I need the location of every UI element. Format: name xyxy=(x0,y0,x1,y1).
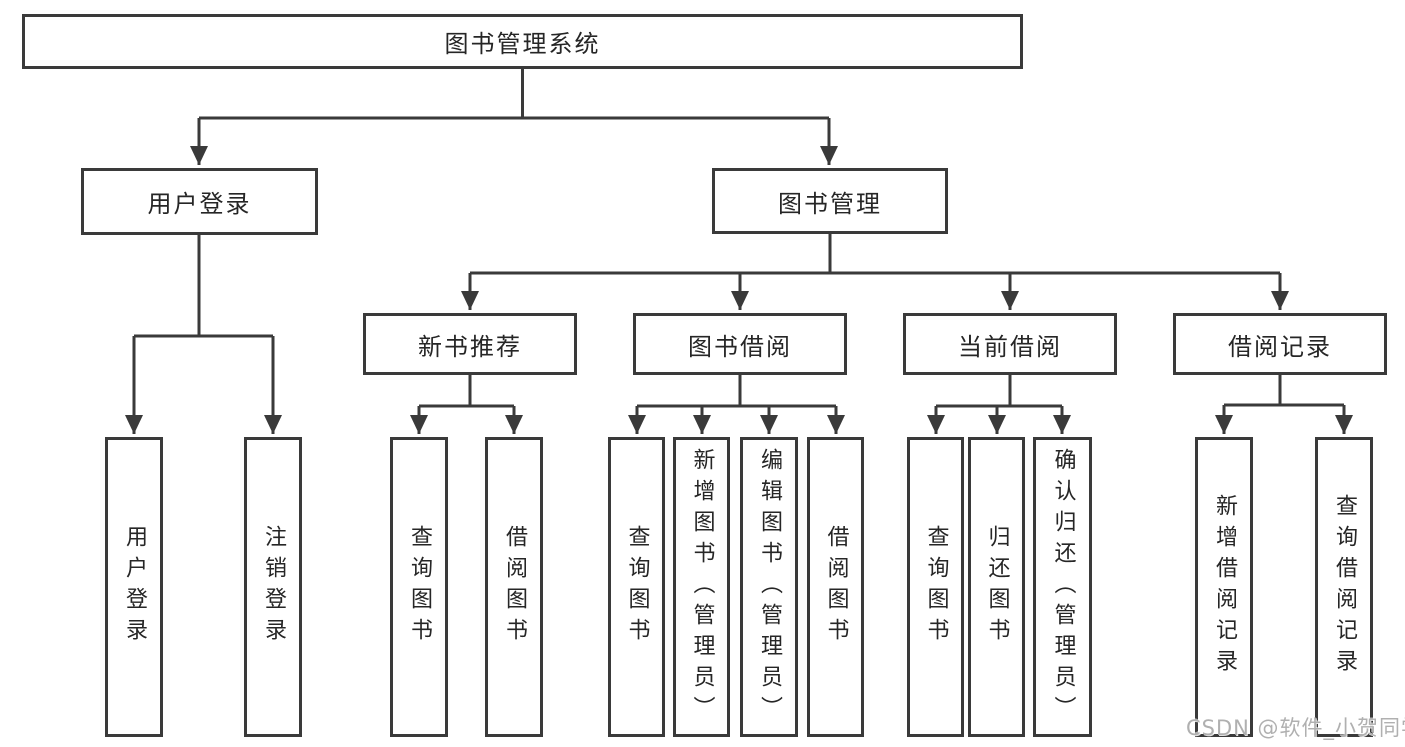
leaf-query-borrow-record: 查询借阅记录 xyxy=(1315,437,1373,737)
leaf-label: 借阅图书 xyxy=(502,525,527,649)
leaf-add-book-admin: 新增图书（管理员） xyxy=(673,437,730,737)
leaf-label: 归还图书 xyxy=(984,525,1010,649)
leaf-edit-book-admin: 编辑图书（管理员） xyxy=(740,437,798,737)
leaf-user-login: 用户登录 xyxy=(105,437,163,737)
node-label: 图书管理 xyxy=(778,189,882,218)
leaf-logout: 注销登录 xyxy=(244,437,302,737)
leaf-label: 新增图书（管理员） xyxy=(689,447,715,727)
connector-trunks xyxy=(134,69,1344,408)
leaf-label: 注销登录 xyxy=(261,525,286,649)
connector-arrows xyxy=(125,118,1353,434)
leaf-label: 查询图书 xyxy=(407,525,432,649)
leaf-query-books-current: 查询图书 xyxy=(907,437,964,737)
leaf-label: 新增借阅记录 xyxy=(1212,494,1237,680)
connector-segments xyxy=(125,69,1353,434)
node-label: 借阅记录 xyxy=(1228,332,1332,361)
node-current-borrow: 当前借阅 xyxy=(903,313,1117,375)
node-label: 用户登录 xyxy=(147,190,252,218)
node-label: 当前借阅 xyxy=(958,332,1062,361)
leaf-label: 查询图书 xyxy=(624,525,650,649)
node-label: 图书借阅 xyxy=(688,332,792,361)
watermark-text: CSDN @软件_小贺同学 xyxy=(1186,716,1405,740)
node-book-borrow: 图书借阅 xyxy=(633,313,847,375)
leaf-borrow-books: 借阅图书 xyxy=(807,437,864,737)
leaf-add-borrow-record: 新增借阅记录 xyxy=(1195,437,1253,737)
leaf-query-books-recommend: 查询图书 xyxy=(390,437,448,737)
leaf-query-books-borrow: 查询图书 xyxy=(608,437,665,737)
leaf-confirm-return-admin: 确认归还（管理员） xyxy=(1033,437,1092,737)
node-book-management: 图书管理 xyxy=(712,168,948,234)
leaf-label: 查询借阅记录 xyxy=(1332,494,1357,680)
node-new-book-recommend: 新书推荐 xyxy=(363,313,577,375)
leaf-label: 编辑图书（管理员） xyxy=(757,447,782,727)
leaf-borrow-books-recommend: 借阅图书 xyxy=(485,437,543,737)
node-borrow-records: 借阅记录 xyxy=(1173,313,1387,375)
leaf-label: 借阅图书 xyxy=(823,525,849,649)
node-user-login: 用户登录 xyxy=(81,168,318,235)
leaf-label: 用户登录 xyxy=(122,525,147,649)
node-label: 新书推荐 xyxy=(418,332,522,361)
leaf-label: 查询图书 xyxy=(923,525,949,649)
leaf-label: 确认归还（管理员） xyxy=(1050,447,1076,727)
node-label: 图书管理系统 xyxy=(444,30,601,58)
leaf-return-book: 归还图书 xyxy=(968,437,1025,737)
node-system-root: 图书管理系统 xyxy=(22,14,1023,69)
